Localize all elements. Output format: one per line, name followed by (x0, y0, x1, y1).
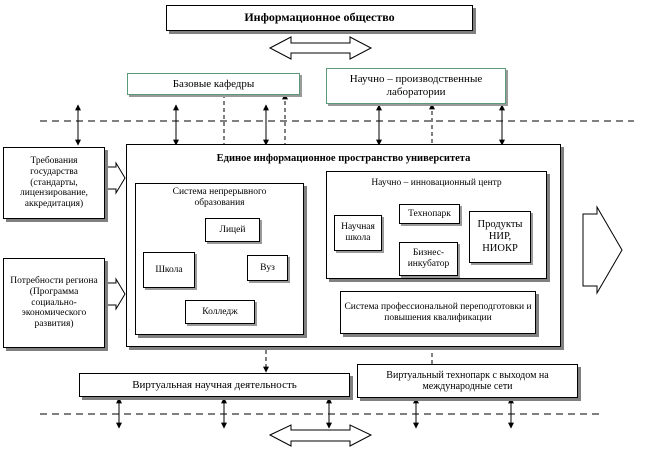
university-box: Вуз (247, 255, 288, 281)
block-arrow-requirements (105, 161, 126, 195)
state-requirements-box: Требования государства (стандарты, лицен… (3, 147, 105, 219)
business-incubator-box: Бизнес-инкубатор (399, 242, 458, 276)
unified-space-title: Единое информационное пространство униве… (216, 153, 471, 164)
double-block-arrow-top (268, 36, 373, 60)
college-box: Колледж (185, 300, 255, 324)
science-school-box: Научная школа (334, 215, 382, 251)
base-departments-box: Базовые кафедры (127, 73, 300, 95)
block-arrow-region (105, 277, 126, 311)
block-arrow-output-right (582, 205, 623, 295)
school-box: Школа (143, 252, 195, 288)
research-labs-box: Научно – производственные лаборатории (326, 68, 506, 104)
products-box: Продукты НИР, НИОКР (469, 211, 531, 263)
lyceum-box: Лицей (205, 218, 260, 242)
region-needs-box: Потребности региона (Программа социально… (3, 258, 105, 348)
double-block-arrow-bottom (268, 424, 373, 447)
virtual-technopark-box: Виртуальный технопарк с выходом на между… (357, 364, 578, 398)
technopark-box: Технопарк (399, 204, 460, 224)
virtual-research-box: Виртуальная научная деятельность (79, 373, 350, 397)
innovation-center-title: Научно – инновационный центр (371, 178, 502, 188)
professional-retraining-box: Система профессиональной переподготовки … (340, 291, 536, 334)
information-society-box: Информационное общество (166, 5, 473, 31)
continuous-education-title: Система непрерывного образования (172, 187, 267, 208)
